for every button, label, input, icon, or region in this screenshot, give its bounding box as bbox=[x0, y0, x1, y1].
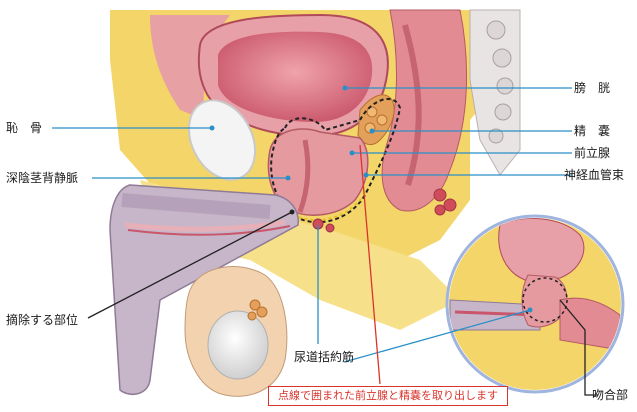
anastomosis-inset bbox=[447, 216, 627, 396]
label-neurovascular-bundle: 神経血管束 bbox=[564, 168, 624, 182]
label-prostate: 前立腺 bbox=[574, 146, 610, 160]
label-bladder: 膀 胱 bbox=[574, 81, 610, 95]
label-pubic-bone: 恥 骨 bbox=[6, 121, 42, 135]
label-resection-site: 摘除する部位 bbox=[6, 313, 78, 327]
label-seminal-vesicle: 精 嚢 bbox=[574, 124, 610, 138]
label-deep-dorsal-vein: 深陰茎背静脈 bbox=[6, 171, 78, 185]
removal-note: 点線で囲まれた前立腺と精嚢を取り出します bbox=[268, 386, 508, 406]
label-anastomosis: 吻合部 bbox=[592, 388, 628, 402]
testis bbox=[208, 311, 268, 379]
label-urethral-sphincter: 尿道括約筋 bbox=[294, 350, 354, 364]
